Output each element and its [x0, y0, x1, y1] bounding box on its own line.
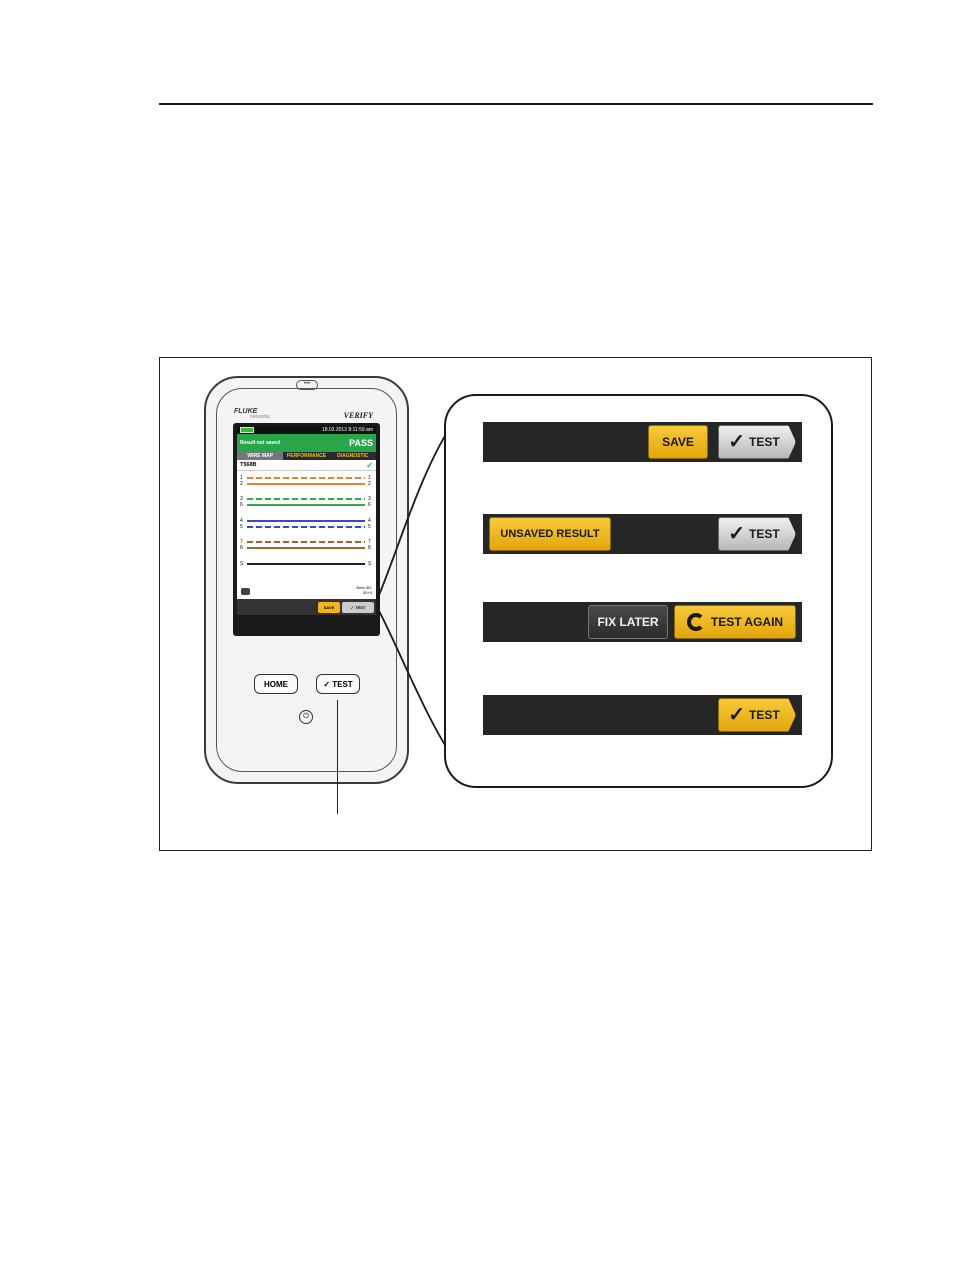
pass-check-icon: ✓: [366, 461, 373, 470]
pin-label-right: 5: [368, 525, 371, 530]
next-line2: 30+4: [356, 590, 372, 595]
wire-pair-line: [247, 547, 365, 549]
pin-label-right: 6: [368, 503, 371, 508]
screen-footer: SAVE ✓ TEST: [237, 599, 376, 615]
state-bar-save-test: SAVE ✓ TEST: [483, 422, 802, 462]
pin-label-left: 8: [240, 546, 243, 551]
status-bar: 18.03.2013 8:11:59 am: [237, 426, 376, 434]
wire-pair-line: [247, 498, 365, 500]
result-banner: Result not saved PASS: [237, 434, 376, 452]
pin-label-left: 5: [240, 525, 243, 530]
standard-row: T568B ✓: [237, 460, 376, 471]
wire-pair-line: [247, 526, 365, 528]
header-rule: [159, 103, 873, 105]
speaker-grille: •••: [296, 380, 318, 390]
save-button[interactable]: SAVE: [648, 425, 708, 459]
test-label: TEST: [749, 708, 780, 722]
tab-wire-map[interactable]: WIRE MAP: [237, 452, 283, 460]
device-screen: 18.03.2013 8:11:59 am Result not saved P…: [237, 426, 376, 615]
test-label: TEST: [749, 435, 780, 449]
unsaved-result-button[interactable]: UNSAVED RESULT: [489, 517, 611, 551]
info-icon[interactable]: [241, 588, 250, 595]
next-info: Next 3D: 30+4: [356, 585, 372, 595]
pin-label-right: 8: [368, 546, 371, 551]
pin-label-left: S: [240, 562, 243, 567]
check-icon: ✓: [728, 524, 745, 544]
screen-test-button[interactable]: ✓ TEST: [342, 602, 374, 613]
state-bar-unsaved: UNSAVED RESULT ✓ TEST: [483, 514, 802, 554]
wire-pair-line: [247, 504, 365, 506]
test-again-button[interactable]: TEST AGAIN: [674, 605, 796, 639]
pin-label-right: 2: [368, 482, 371, 487]
home-hardware-button[interactable]: HOME: [254, 674, 298, 694]
tab-performance[interactable]: PERFORMANCE: [283, 452, 329, 460]
wire-pair-line: [247, 541, 365, 543]
model-name: VERIFY: [344, 411, 373, 420]
wire-pair-line: [247, 483, 365, 485]
check-icon: ✓: [728, 705, 745, 725]
pin-label-left: 6: [240, 503, 243, 508]
test-hardware-button[interactable]: ✓ TEST: [316, 674, 360, 694]
result-value: PASS: [349, 438, 373, 448]
wire-pair-line: [247, 563, 365, 565]
result-label: Result not saved: [240, 440, 280, 446]
screen-tabs: WIRE MAP PERFORMANCE DIAGNOSTIC: [237, 452, 376, 460]
test-button[interactable]: ✓ TEST: [718, 425, 796, 459]
callout-line: [337, 700, 338, 814]
test-label: TEST: [749, 527, 780, 541]
power-icon[interactable]: ⏻: [299, 710, 313, 724]
status-time: 18.03.2013 8:11:59 am: [322, 427, 373, 433]
wire-pair-line: [247, 477, 365, 479]
test-button[interactable]: ✓ TEST: [718, 698, 796, 732]
state-bar-test: ✓ TEST: [483, 695, 802, 735]
screen-save-button[interactable]: SAVE: [318, 602, 340, 613]
tester-device: ••• FLUKE networks VERIFY 18.03.2013 8:1…: [204, 376, 409, 784]
battery-icon: [240, 427, 254, 433]
brand-subtitle: networks: [250, 414, 270, 420]
standard-name: T568B: [240, 462, 257, 468]
pin-label-right: S: [368, 562, 371, 567]
check-icon: ✓: [728, 432, 745, 452]
retest-icon: [687, 613, 705, 631]
pin-label-left: 2: [240, 482, 243, 487]
test-button[interactable]: ✓ TEST: [718, 517, 796, 551]
fix-later-button[interactable]: FIX LATER: [588, 605, 668, 639]
test-again-label: TEST AGAIN: [711, 615, 783, 629]
wire-pair-line: [247, 520, 365, 522]
state-bar-fail: FIX LATER TEST AGAIN: [483, 602, 802, 642]
tab-diagnostic[interactable]: DIAGNOSTIC: [330, 452, 376, 460]
